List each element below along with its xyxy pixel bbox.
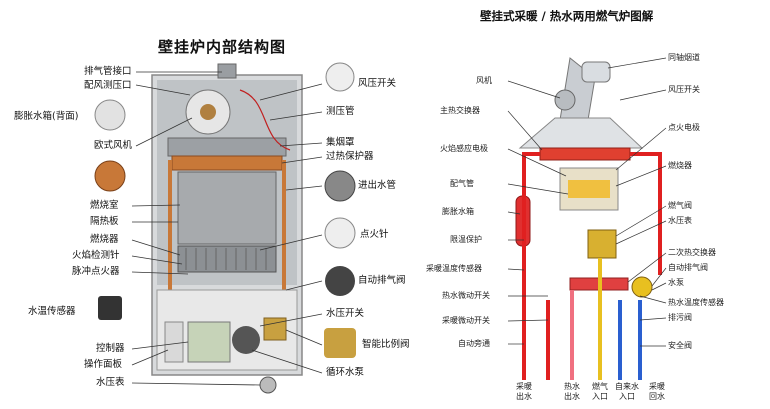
label-water-pressure-switch: 水压开关 xyxy=(326,308,365,319)
label-safety-valve: 安全阀 xyxy=(668,341,692,350)
label-auto-air-vent-r: 自动排气阀 xyxy=(668,263,708,272)
pressure-gauge xyxy=(259,376,277,394)
bottom-heating-outlet: 采暖 出水 xyxy=(509,382,539,402)
label-burner: 燃烧器 xyxy=(90,234,119,245)
bottom-heating-outlet-line2: 出水 xyxy=(516,392,532,401)
expansion-tank-thumbnail xyxy=(94,99,126,131)
air-vent-thumbnail xyxy=(325,266,355,296)
label-air-pressure-port: 配风测压口 xyxy=(84,80,132,91)
label-air-pressure-switch-r: 风压开关 xyxy=(668,85,700,94)
label-fan: 风机 xyxy=(476,76,492,85)
burner-flame xyxy=(568,180,610,198)
bottom-hot-water-outlet: 热水 出水 xyxy=(557,382,587,402)
label-heating-microswitch: 采暖微动开关 xyxy=(442,316,490,325)
label-burner-r: 燃烧器 xyxy=(668,161,692,170)
air-pressure-switch-thumbnail xyxy=(325,62,355,92)
label-controller: 控制器 xyxy=(96,343,125,354)
fan-motor xyxy=(200,104,216,120)
label-exhaust-port: 排气管接口 xyxy=(84,66,132,77)
label-ignition-electrode: 点火电极 xyxy=(668,123,700,132)
bottom-heating-return-line2: 回水 xyxy=(649,392,665,401)
main-heat-exchanger xyxy=(539,147,631,161)
label-european-fan: 欧式风机 xyxy=(94,140,133,151)
label-expansion-tank-r: 膨胀水箱 xyxy=(442,207,474,216)
label-smoke-hood: 集烟罩 xyxy=(326,137,355,148)
label-hot-water-temp-sensor: 热水温度传感器 xyxy=(668,298,724,307)
label-expansion-tank: 膨胀水箱(背面) xyxy=(14,111,79,122)
exhaust-port xyxy=(217,63,237,79)
label-circulation-pump: 循环水泵 xyxy=(326,367,365,378)
bottom-heating-return: 采暖 回水 xyxy=(642,382,672,402)
gas-valve-thumbnail xyxy=(324,328,356,358)
bottom-hot-water-outlet-line1: 热水 xyxy=(564,382,580,391)
cold-water-pipes xyxy=(618,300,642,380)
label-overheat-protector: 过热保护器 xyxy=(326,151,374,162)
bottom-gas-inlet-line1: 燃气 xyxy=(592,382,608,391)
label-air-pressure-switch: 风压开关 xyxy=(358,78,397,89)
gas-valve xyxy=(587,229,617,259)
label-auto-bypass: 自动旁通 xyxy=(458,339,490,348)
bottom-tap-water-inlet-line2: 入口 xyxy=(619,392,635,401)
heat-exchanger xyxy=(171,155,283,171)
water-pipe-thumbnail xyxy=(324,170,356,202)
bottom-hot-water-outlet-line2: 出水 xyxy=(564,392,580,401)
boiler-internal-structure-panel: 壁挂炉内部结构图 排气管接口 配风测压口 膨胀水箱(背面) 欧式风机 燃烧室 隔… xyxy=(14,38,410,394)
label-ignition-needle: 点火针 xyxy=(360,229,389,240)
label-pressure-gauge: 水压表 xyxy=(96,377,125,388)
label-pressure-tube: 测压管 xyxy=(326,106,355,117)
right-leader-lines xyxy=(251,83,323,374)
label-combustion-chamber: 燃烧室 xyxy=(90,200,119,211)
bottom-gas-inlet: 燃气 入口 xyxy=(585,382,615,402)
label-flame-sensing-electrode: 火焰感应电极 xyxy=(440,144,488,153)
label-gas-valve: 燃气阀 xyxy=(668,201,692,210)
bottom-tap-water-inlet-line1: 自来水 xyxy=(615,382,639,391)
label-gas-distribution-pipe: 配气管 xyxy=(450,179,474,188)
combustion-chamber xyxy=(177,171,277,245)
bottom-tap-water-inlet: 自来水 入口 xyxy=(612,382,642,402)
label-temp-limit-protection: 限温保护 xyxy=(450,235,482,244)
copper-coil-thumbnail xyxy=(94,160,126,192)
label-water-pump: 水泵 xyxy=(668,278,684,287)
hood-cone xyxy=(518,117,644,149)
operation-panel xyxy=(164,321,184,363)
boiler-photo-illustration xyxy=(94,62,356,394)
label-flame-detector: 火焰检测针 xyxy=(72,250,120,261)
label-coaxial-flue: 同轴烟道 xyxy=(668,53,700,62)
label-proportional-valve: 智能比例阀 xyxy=(362,339,410,350)
burner-ramps xyxy=(185,248,267,270)
left-panel-title: 壁挂炉内部结构图 xyxy=(158,38,287,56)
hot-water-pipes xyxy=(522,152,662,380)
label-drain-valve: 排污阀 xyxy=(668,313,692,322)
water-pump xyxy=(631,276,653,298)
bottom-heating-outlet-line1: 采暖 xyxy=(516,382,532,391)
igniter-thumbnail xyxy=(324,217,356,249)
label-water-pressure-gauge: 水压表 xyxy=(668,216,692,225)
right-panel-title: 壁挂式采暖 / 热水两用燃气炉图解 xyxy=(480,9,654,23)
fan xyxy=(554,89,576,111)
circulation-pump xyxy=(232,326,260,354)
label-hot-water-microswitch: 热水微动开关 xyxy=(442,291,490,300)
temp-sensor-thumbnail xyxy=(98,296,122,320)
boiler-schematic-panel: 壁挂式采暖 / 热水两用燃气炉图解 风机 主热交换器 火焰感应电极 配气管 膨胀… xyxy=(420,0,770,409)
burner xyxy=(177,245,277,273)
label-operation-panel: 操作面板 xyxy=(84,359,123,370)
bottom-gas-inlet-line2: 入口 xyxy=(592,392,608,401)
smoke-hood xyxy=(167,137,287,157)
schematic-leader-lines xyxy=(507,57,667,347)
coaxial-flue xyxy=(581,61,611,83)
label-heat-shield: 隔热板 xyxy=(90,216,119,227)
label-pulse-igniter: 脉冲点火器 xyxy=(72,266,120,277)
label-water-temp-sensor: 水温传感器 xyxy=(28,306,76,317)
left-leader-lines xyxy=(131,71,261,386)
label-auto-air-vent: 自动排气阀 xyxy=(358,275,406,286)
boiler-schematic xyxy=(507,57,667,380)
label-main-heat-exchanger: 主热交换器 xyxy=(440,106,480,115)
controller-board xyxy=(187,321,231,363)
label-secondary-exchanger: 二次热交换器 xyxy=(668,248,716,257)
bottom-heating-return-line1: 采暖 xyxy=(649,382,665,391)
label-water-pipes: 进出水管 xyxy=(358,180,397,191)
label-heating-temp-sensor: 采暖温度传感器 xyxy=(426,264,482,273)
proportional-valve xyxy=(263,317,287,341)
